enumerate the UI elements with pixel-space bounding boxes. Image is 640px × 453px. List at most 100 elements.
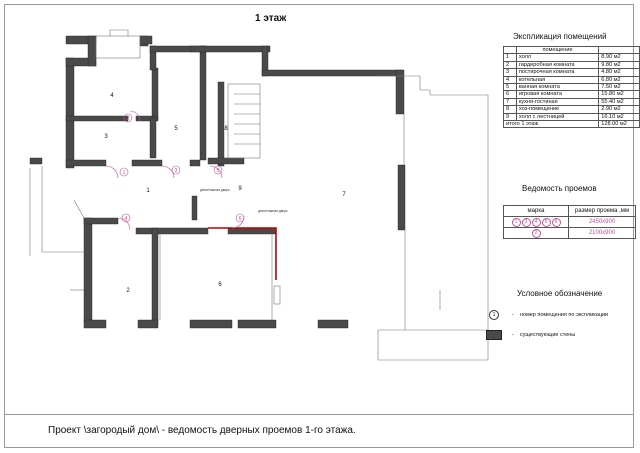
wall-left-porch xyxy=(87,35,97,67)
explication-number: 8 xyxy=(503,105,517,114)
explication-title: Экспликация помещений xyxy=(513,32,607,41)
room-number-3: 3 xyxy=(104,134,108,140)
explication-name: гардеробная комната xyxy=(515,60,600,70)
door-swing-1 xyxy=(105,165,119,179)
legend-dash: - xyxy=(512,312,514,318)
footer-caption: Проект \загородый дом\ - ведомость дверн… xyxy=(48,425,356,436)
explication-name: постирочная комната xyxy=(515,68,600,77)
door-mark-4: 4 xyxy=(125,216,128,222)
wall-bottom-b xyxy=(137,319,159,329)
explication-name: котельная xyxy=(515,75,600,85)
explication-number: 7 xyxy=(503,97,517,107)
explication-area: 8.90 м2 xyxy=(598,53,640,62)
wall-top-right xyxy=(261,69,403,77)
terrace-bottom xyxy=(377,329,489,361)
explication-name: хоз-помещение xyxy=(515,105,600,114)
wall-right-mid xyxy=(397,164,406,231)
wall-room8-bottom xyxy=(207,157,245,165)
explication-total-label: итого 1 этаж xyxy=(502,120,600,129)
room-number-5: 5 xyxy=(174,126,178,132)
explication-name: ванная комната xyxy=(515,83,600,92)
legend-item-walls: - существующие стены xyxy=(486,330,575,340)
explication-area: 55.40 м2 xyxy=(598,97,640,107)
explication-name: холл с лестницей xyxy=(515,112,600,122)
wall-room2-top-a xyxy=(83,217,119,225)
wall-bottom-d xyxy=(237,319,277,329)
room-number-7: 7 xyxy=(342,192,346,198)
opening-mark-circle: 2 xyxy=(531,228,541,238)
room-number-9: 9 xyxy=(238,186,242,192)
wall-top-mid-left xyxy=(139,35,153,45)
wall-top-center xyxy=(189,45,271,53)
explication-name: игровая комната xyxy=(515,90,600,99)
opening-mark-circle: 4 xyxy=(531,217,541,227)
room-number-6: 6 xyxy=(218,282,222,288)
footer-divider xyxy=(5,414,633,415)
legend-room-number-symbol: 1 xyxy=(489,310,499,320)
explication-area: 16.10 м2 xyxy=(598,112,640,122)
wall-room5-right xyxy=(199,45,207,161)
explication-name: холл xyxy=(515,53,600,62)
explication-area: 9.80 м2 xyxy=(598,60,640,70)
legend-text: номер помещения по экспликации xyxy=(519,312,609,318)
openings-size: 2100х900 xyxy=(568,227,636,239)
opening-mark-circle: 5 xyxy=(541,217,551,227)
explication-number: 5 xyxy=(503,83,517,92)
explication-name: кухня-гостиная xyxy=(515,97,600,107)
explication-area: 2.90 м2 xyxy=(598,105,640,114)
door-mark-6: 6 xyxy=(239,216,242,222)
legend-item-room-number: 1 - номер помещения по экспликации xyxy=(486,310,608,320)
niche xyxy=(273,285,281,305)
door-swing-4 xyxy=(117,217,131,231)
wall-room6-top xyxy=(227,227,277,235)
openings-col-mark: марка xyxy=(503,205,569,217)
note-demolish-door-2: демонтажная дверь xyxy=(258,209,288,213)
door-swing-3 xyxy=(161,165,175,179)
wall-room3-bottom-b xyxy=(131,159,163,167)
wall-right-top xyxy=(395,69,405,115)
openings-size: 2450х900 xyxy=(568,216,636,228)
wall-room3-top xyxy=(65,115,129,122)
wall-bottom-a xyxy=(83,319,107,329)
explication-area: 4.80 м2 xyxy=(598,68,640,77)
door-mark-2: 2 xyxy=(127,116,130,122)
wall-room4-right xyxy=(151,67,159,121)
opening-mark-circle: 6 xyxy=(551,217,561,227)
wall-door-post xyxy=(191,195,198,221)
legend-wall-swatch xyxy=(486,330,502,340)
legend-text: существующие стены xyxy=(519,332,576,338)
room-number-1: 1 xyxy=(146,188,150,194)
note-demolish-door-1: демонтажная дверь xyxy=(200,188,230,192)
wall-room3-top-b xyxy=(135,115,159,122)
explication-number: 1 xyxy=(503,53,517,62)
wall-room3-right xyxy=(149,117,157,159)
wall-room3-bottom-a xyxy=(65,159,107,167)
door-swing-2 xyxy=(129,110,141,122)
explication-number: 3 xyxy=(503,68,517,77)
opening-mark-circle: 3 xyxy=(521,217,531,227)
terrace-outline xyxy=(378,75,431,95)
wall-stub-left xyxy=(29,157,43,165)
explication-header: помещение xyxy=(515,45,600,55)
explication-area: 7.50 м2 xyxy=(598,83,640,92)
wall-room5-bottom xyxy=(189,159,201,167)
legend-dash: - xyxy=(512,332,514,338)
explication-number: 2 xyxy=(503,60,517,70)
demolish-wall xyxy=(208,227,277,280)
explication-total-area: 128.00 м2 xyxy=(598,120,640,129)
legend-title: Условное обозначение xyxy=(517,289,603,298)
explication-number: 9 xyxy=(503,112,517,122)
explication-number: 6 xyxy=(503,90,517,99)
opening-mark-circle: 1 xyxy=(511,217,521,227)
